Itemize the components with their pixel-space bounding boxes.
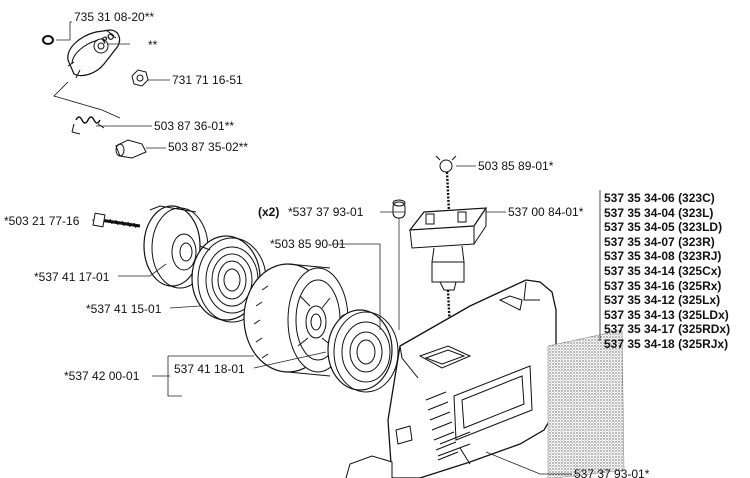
model-list-item: 537 35 34-06 (323C) [604,191,715,205]
partial-bracket-part [345,425,413,478]
starter-drum-part [243,263,349,377]
model-list-item: 537 35 34-07 (323R) [604,234,715,249]
model-number-list: 537 35 34-06 (323C) 537 35 34-04 (323L) … [604,191,730,352]
label-part-731-71-16-51: 731 71 16-51 [172,73,243,87]
model-list-item: 537 35 34-17 (325RDx) [604,322,731,337]
screw-part [92,212,141,229]
nut-part [131,69,149,87]
plug-part [392,199,406,330]
knob-part [435,155,457,173]
starter-housing-part [387,279,557,478]
label-qty-x2: (x2) [258,205,280,219]
model-list-item: 537 35 34-05 (323LD) [604,220,723,235]
model-list-item: 537 35 34-14 (325Cx) [604,263,722,278]
model-list-item: 537 35 34-12 (325Lx) [604,293,721,308]
label-part-537-00-84-01: 537 00 84-01* [508,205,584,219]
label-part-double-star: ** [148,38,158,52]
flange-disc-part [327,309,399,393]
model-list-item: 537 35 34-08 (323RJ) [604,249,722,264]
label-part-537-41-17-01: *537 41 17-01 [34,270,110,284]
label-part-503-85-89-01: 503 85 89-01* [478,159,554,173]
model-list-item: 537 35 34-13 (325LDx) [604,307,729,322]
label-part-537-41-18-01: 537 41 18-01 [174,362,245,376]
label-part-735-31-08-20: 735 31 08-20** [74,10,155,24]
decal-sheet-part [547,329,625,478]
spring-coil-part [71,116,105,135]
label-part-537-37-93-01-bottom: 537 37 93-01* [574,467,650,478]
model-list-item: 537 35 34-16 (325Rx) [604,278,722,293]
label-part-503-21-77-16: *503 21 77-16 [4,214,80,228]
label-part-537-37-93-01-top: *537 37 93-01 [288,205,364,219]
label-part-537-41-15-01: *537 41 15-01 [86,302,162,316]
starter-handle-part [408,207,488,291]
label-part-503-87-35-02: 503 87 35-02** [168,140,249,154]
recoil-spring-part [191,235,267,323]
model-list-item: 537 35 34-18 (325RJx) [604,336,729,351]
label-part-537-42-00-01: *537 42 00-01 [64,369,140,383]
pawl-part [115,139,147,159]
clip-part [42,35,54,45]
spring-cover-part: PO [67,29,121,79]
model-list-item: 537 35 34-04 (323L) [604,205,714,220]
label-part-503-87-36-01: 503 87 36-01** [154,119,235,133]
label-part-503-85-90-01: *503 85 90-01 [270,237,346,251]
